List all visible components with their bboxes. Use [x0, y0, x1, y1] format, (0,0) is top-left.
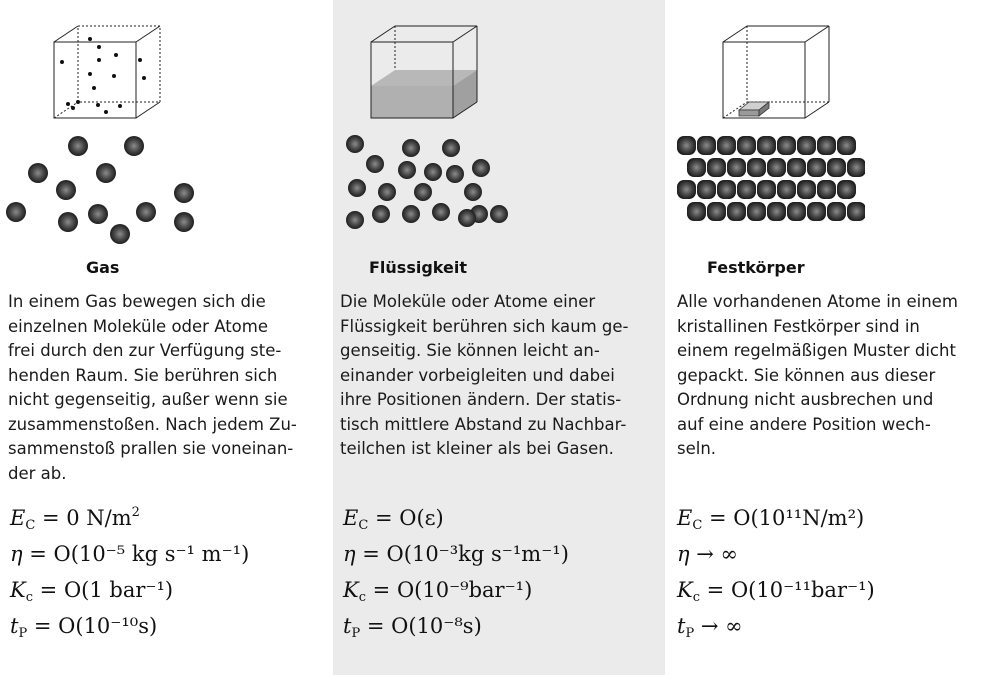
solid-heading: Festkörper: [707, 258, 805, 277]
solid-molecules-icon: [677, 136, 865, 221]
gas-molecules-icon: [6, 136, 194, 244]
formula-relaxation-time: tP → ∞: [677, 614, 743, 641]
liquid-container-icon: [370, 25, 478, 119]
liquid-description: Die Moleküle oder Atome einer Flüssigkei…: [340, 292, 629, 458]
liquid-formulas: EC = O(ε) η = O(10⁻³kg s⁻¹m⁻¹) Kc = O(10…: [343, 500, 569, 644]
gas-heading: Gas: [86, 258, 120, 277]
formula-relaxation-time: tP = O(10⁻¹⁰s): [10, 614, 158, 641]
gas-description: In einem Gas bewegen sich die einzelnen …: [8, 292, 297, 483]
formula-compressibility: Kc = O(10⁻⁹bar⁻¹): [343, 578, 533, 605]
liquid-molecules-icon: [346, 135, 508, 229]
gas-container-icon: [53, 25, 161, 119]
formula-elastic-modulus: EC = O(ε): [343, 506, 444, 533]
formula-compressibility: Kc = O(10⁻¹¹bar⁻¹): [677, 578, 875, 605]
solid-column: Festkörper Alle vorhandenen Atome in ein…: [665, 0, 993, 675]
formula-viscosity: η = O(10⁻³kg s⁻¹m⁻¹): [343, 542, 569, 566]
formula-viscosity: η = O(10⁻⁵ kg s⁻¹ m⁻¹): [10, 542, 250, 566]
formula-compressibility: Kc = O(1 bar⁻¹): [10, 578, 174, 605]
liquid-heading: Flüssigkeit: [369, 258, 467, 277]
solid-description: Alle vorhandenen Atome in einem kristall…: [677, 292, 958, 458]
gas-column: Gas In einem Gas bewegen sich die einzel…: [0, 0, 332, 675]
formula-elastic-modulus: EC = O(10¹¹N/m²): [677, 506, 865, 533]
formula-relaxation-time: tP = O(10⁻⁸s): [343, 614, 482, 641]
solid-formulas: EC = O(10¹¹N/m²) η → ∞ Kc = O(10⁻¹¹bar⁻¹…: [677, 500, 875, 644]
liquid-column: Flüssigkeit Die Moleküle oder Atome eine…: [333, 0, 665, 675]
solid-container-icon: [722, 25, 830, 119]
formula-viscosity: η → ∞: [677, 542, 739, 566]
gas-formulas: EC = 0 N/m2 η = O(10⁻⁵ kg s⁻¹ m⁻¹) Kc = …: [10, 500, 249, 644]
formula-elastic-modulus: EC = 0 N/m2: [10, 505, 140, 533]
